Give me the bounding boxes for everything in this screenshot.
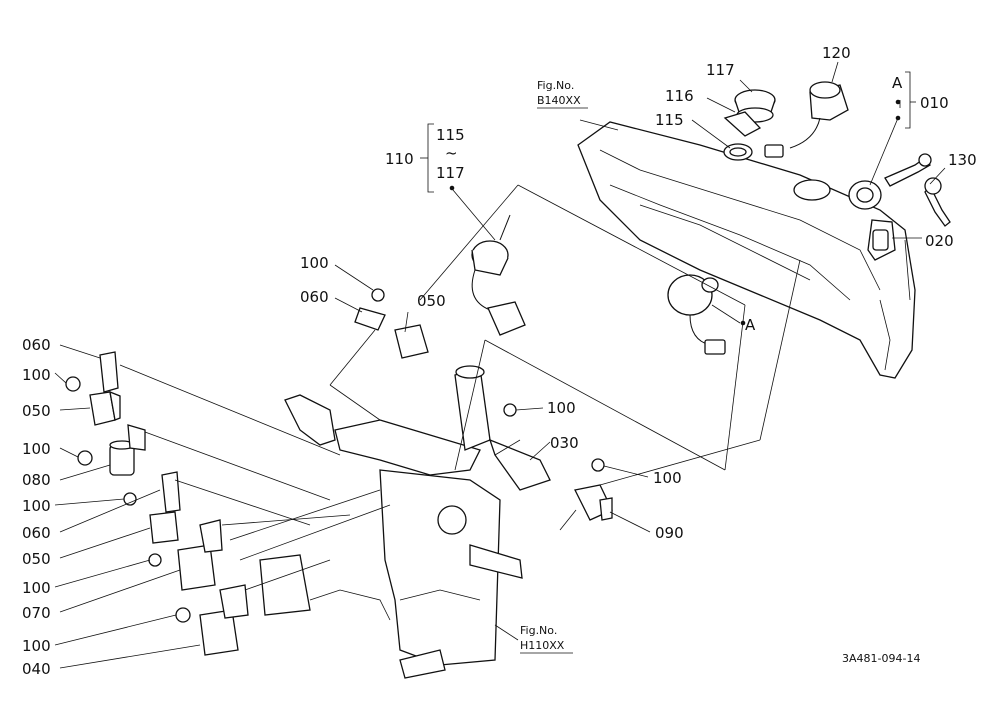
bracket-030 [488, 438, 551, 491]
fig-ref-bottom-line1: Fig.No. [520, 624, 557, 637]
label-050-b: 050 [22, 402, 51, 420]
fig-ref-top-line2: B140XX [537, 94, 581, 107]
label-100-g: 100 [547, 399, 576, 417]
label-100-a: 100 [300, 254, 329, 272]
label-070: 070 [22, 604, 51, 622]
rotary-switch-a [667, 274, 726, 355]
relay-040 [199, 584, 249, 656]
switch-020 [867, 219, 896, 261]
switch-120 [764, 81, 849, 158]
reference-lines [119, 184, 801, 591]
relay-050-b [394, 324, 429, 359]
label-120: 120 [822, 44, 851, 62]
group-bracket-010 [740, 71, 916, 326]
label-060-c: 060 [22, 524, 51, 542]
label-010: 010 [920, 94, 949, 112]
leader-lines [54, 61, 946, 669]
fig-ref-bottom-line2: H110XX [520, 639, 565, 652]
label-040: 040 [22, 660, 51, 678]
switch-110 [471, 214, 526, 336]
label-060-b: 060 [22, 336, 51, 354]
fig-ref-top-line1: Fig.No. [537, 79, 574, 92]
label-100-b: 100 [22, 366, 51, 384]
group-bracket-110 [420, 123, 455, 193]
label-100-e: 100 [22, 579, 51, 597]
label-100-c: 100 [22, 440, 51, 458]
label-100-d: 100 [22, 497, 51, 515]
relay-050-c [149, 511, 179, 544]
label-090: 090 [655, 524, 684, 542]
key-switch-assembly [848, 153, 951, 227]
label-110: 110 [385, 150, 414, 168]
label-115-bracket: 115 [436, 126, 465, 144]
label-060-a: 060 [300, 288, 329, 306]
label-a-mid: A [745, 316, 756, 334]
bracket-060-b [354, 307, 386, 331]
label-020: 020 [925, 232, 954, 250]
label-100-f: 100 [22, 637, 51, 655]
label-080: 080 [22, 471, 51, 489]
label-030: 030 [550, 434, 579, 452]
label-050-c: 050 [22, 550, 51, 568]
label-130: 130 [948, 151, 977, 169]
label-115-top: 115 [655, 111, 684, 129]
label-117-top: 117 [706, 61, 735, 79]
label-116: 116 [665, 87, 694, 105]
bracket-frame [229, 365, 523, 679]
relay-050-a [89, 390, 121, 426]
cylinder-080 [109, 424, 146, 476]
dashboard-panel [577, 121, 916, 379]
relay-070 [177, 519, 223, 591]
label-050-a: 050 [417, 292, 446, 310]
bracket-060-a [99, 351, 119, 393]
label-a-top: A [892, 74, 903, 92]
diagram-code: 3A481-094-14 [842, 652, 920, 665]
knob-assembly [723, 89, 776, 161]
key-icon [884, 157, 931, 187]
label-tilde: ~ [445, 144, 458, 162]
label-117-bracket: 117 [436, 164, 465, 182]
part-090 [574, 484, 613, 521]
bracket-060-c [161, 471, 181, 513]
label-100-h: 100 [653, 469, 682, 487]
